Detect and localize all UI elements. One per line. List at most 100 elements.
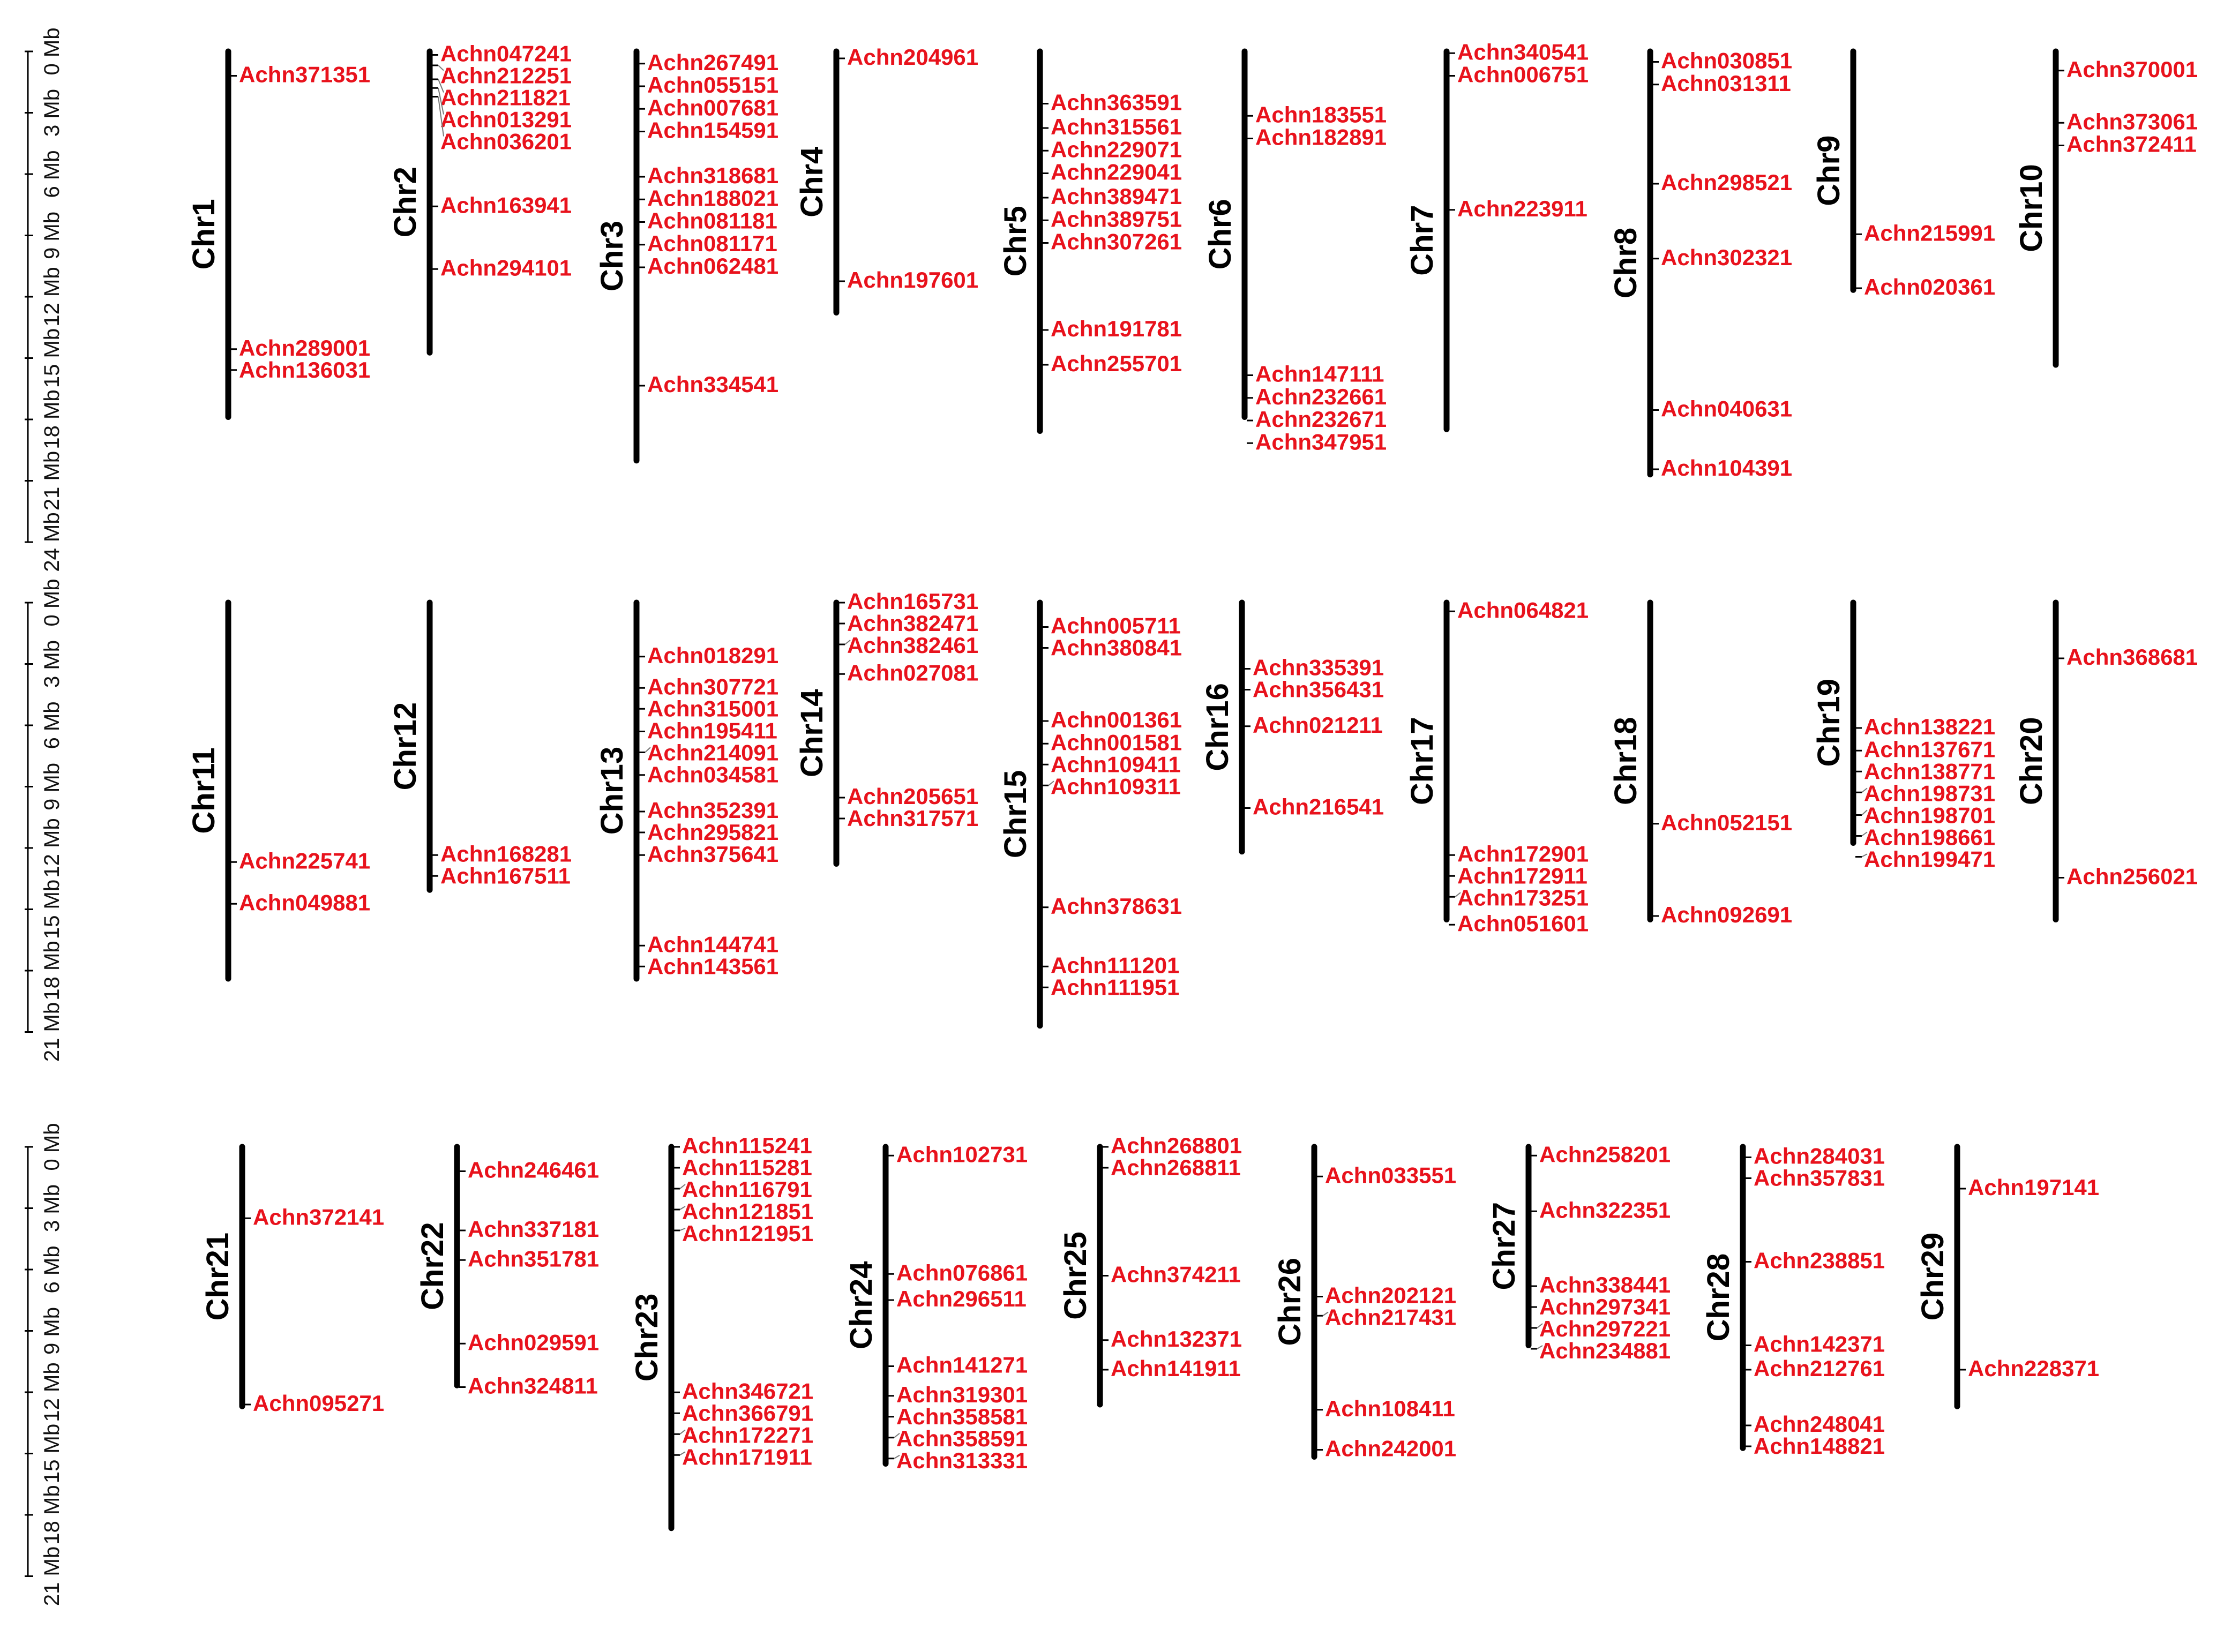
gene-label: Achn229071 xyxy=(1051,137,1182,162)
gene-label: Achn214091 xyxy=(647,740,778,765)
gene-label: Achn371351 xyxy=(239,62,370,87)
chromosome-label: Chr2 xyxy=(388,167,423,237)
gene-label: Achn111951 xyxy=(1051,974,1180,1000)
gene-connector xyxy=(438,96,444,137)
gene-label: Achn211821 xyxy=(440,85,571,110)
chromosome-label: Chr15 xyxy=(998,770,1033,858)
gene-connector xyxy=(679,1429,686,1435)
gene-label: Achn188021 xyxy=(647,185,778,211)
gene-label: Achn298521 xyxy=(1661,170,1792,195)
gene-label: Achn380841 xyxy=(1051,635,1182,660)
chromosome-chr17: Chr17Achn064821Achn172901Achn172911Achn1… xyxy=(1405,597,1589,936)
gene-label: Achn115281 xyxy=(682,1155,812,1180)
gene-label: Achn062481 xyxy=(647,253,778,279)
chromosome-label: Chr10 xyxy=(2014,164,2049,252)
gene-label: Achn005711 xyxy=(1051,613,1181,639)
scale-tick-label: 18 Mb xyxy=(40,1485,64,1544)
gene-label: Achn315561 xyxy=(1051,114,1182,139)
chromosome-chr6: Chr6Achn183551Achn182891Achn147111Achn23… xyxy=(1203,48,1387,454)
scale-tick-label: 12 Mb xyxy=(40,1362,64,1422)
scale-tick-label: 6 Mb xyxy=(40,702,64,749)
gene-connector xyxy=(645,747,651,753)
gene-connector xyxy=(894,1454,900,1459)
gene-label: Achn018291 xyxy=(647,643,778,668)
scale-tick-label: 0 Mb xyxy=(40,1123,64,1171)
chromosome-label: Chr22 xyxy=(415,1222,450,1310)
gene-label: Achn223911 xyxy=(1457,196,1587,221)
gene-label: Achn172901 xyxy=(1457,841,1589,866)
gene-label: Achn215991 xyxy=(1864,220,1995,245)
gene-label: Achn322351 xyxy=(1539,1197,1671,1222)
chromosome-label: Chr24 xyxy=(844,1261,879,1349)
gene-label: Achn228371 xyxy=(1968,1356,2099,1381)
chromosome-chr2: Chr2Achn047241Achn212251Achn211821Achn01… xyxy=(388,41,572,356)
chromosome-label: Chr17 xyxy=(1405,717,1440,805)
chromosome-chr26: Chr26Achn033551Achn202121Achn217431Achn1… xyxy=(1272,1144,1456,1461)
gene-label: Achn358581 xyxy=(896,1404,1028,1429)
scale-tick-label: 15 Mb xyxy=(40,1424,64,1483)
gene-label: Achn370001 xyxy=(2066,57,2198,82)
gene-label: Achn205651 xyxy=(847,784,978,809)
gene-label: Achn142371 xyxy=(1754,1332,1885,1357)
chromosome-label: Chr14 xyxy=(795,689,829,777)
gene-label: Achn242001 xyxy=(1325,1436,1456,1461)
chromosome-chr16: Chr16Achn335391Achn356431Achn021211Achn2… xyxy=(1200,599,1384,855)
gene-connector xyxy=(679,1228,686,1231)
gene-label: Achn064821 xyxy=(1457,597,1589,622)
chromosome-label: Chr25 xyxy=(1058,1232,1093,1319)
chromosome-label: Chr16 xyxy=(1200,683,1235,771)
gene-label: Achn296511 xyxy=(896,1286,1027,1311)
gene-label: Achn013291 xyxy=(440,107,572,132)
gene-label: Achn027081 xyxy=(847,660,978,685)
chromosome-label: Chr27 xyxy=(1487,1202,1522,1290)
scale-tick-label: 6 Mb xyxy=(40,1246,64,1294)
gene-label: Achn284031 xyxy=(1754,1144,1885,1169)
gene-connector xyxy=(1048,780,1054,786)
chromosome-label: Chr26 xyxy=(1272,1258,1307,1346)
gene-label: Achn199471 xyxy=(1864,846,1995,872)
gene-label: Achn051601 xyxy=(1457,911,1589,936)
gene-label: Achn363591 xyxy=(1051,90,1182,115)
gene-connector xyxy=(1455,892,1461,898)
gene-label: Achn030851 xyxy=(1661,48,1792,73)
gene-label: Achn001361 xyxy=(1051,707,1182,732)
gene-connector xyxy=(1537,1345,1543,1349)
scale-tick-label: 9 Mb xyxy=(40,1307,64,1355)
gene-label: Achn212251 xyxy=(440,63,572,88)
chromosome-chr22: Chr22Achn246461Achn337181Achn351781Achn0… xyxy=(415,1144,599,1399)
chromosome-chr14: Chr14Achn165731Achn382471Achn382461Achn0… xyxy=(795,589,978,867)
gene-label: Achn040631 xyxy=(1661,396,1792,422)
gene-label: Achn368681 xyxy=(2066,644,2198,670)
chromosome-chr15: Chr15Achn005711Achn380841Achn001361Achn0… xyxy=(998,599,1182,1029)
gene-label: Achn268811 xyxy=(1111,1155,1241,1180)
gene-label: Achn172271 xyxy=(682,1422,813,1447)
chromosome-chr23: Chr23Achn115241Achn115281Achn116791Achn1… xyxy=(630,1133,813,1531)
gene-label: Achn372141 xyxy=(253,1204,384,1229)
gene-connector xyxy=(679,1184,686,1189)
gene-label: Achn352391 xyxy=(647,798,778,823)
gene-label: Achn302321 xyxy=(1661,245,1792,270)
gene-connector xyxy=(1861,809,1868,816)
chromosome-label: Chr21 xyxy=(200,1233,235,1320)
chromosome-label: Chr3 xyxy=(595,221,630,291)
gene-label: Achn347951 xyxy=(1255,429,1387,454)
gene-label: Achn313331 xyxy=(896,1448,1028,1473)
gene-connector xyxy=(1861,831,1868,837)
gene-label: Achn197601 xyxy=(847,267,978,292)
gene-label: Achn104391 xyxy=(1661,455,1792,480)
scale-tick-label: 15 Mb xyxy=(40,328,64,388)
scale-tick-label: 15 Mb xyxy=(40,880,64,939)
chromosome-label: Chr5 xyxy=(998,206,1033,276)
gene-label: Achn216541 xyxy=(1253,794,1384,820)
gene-label: Achn173251 xyxy=(1457,885,1589,910)
